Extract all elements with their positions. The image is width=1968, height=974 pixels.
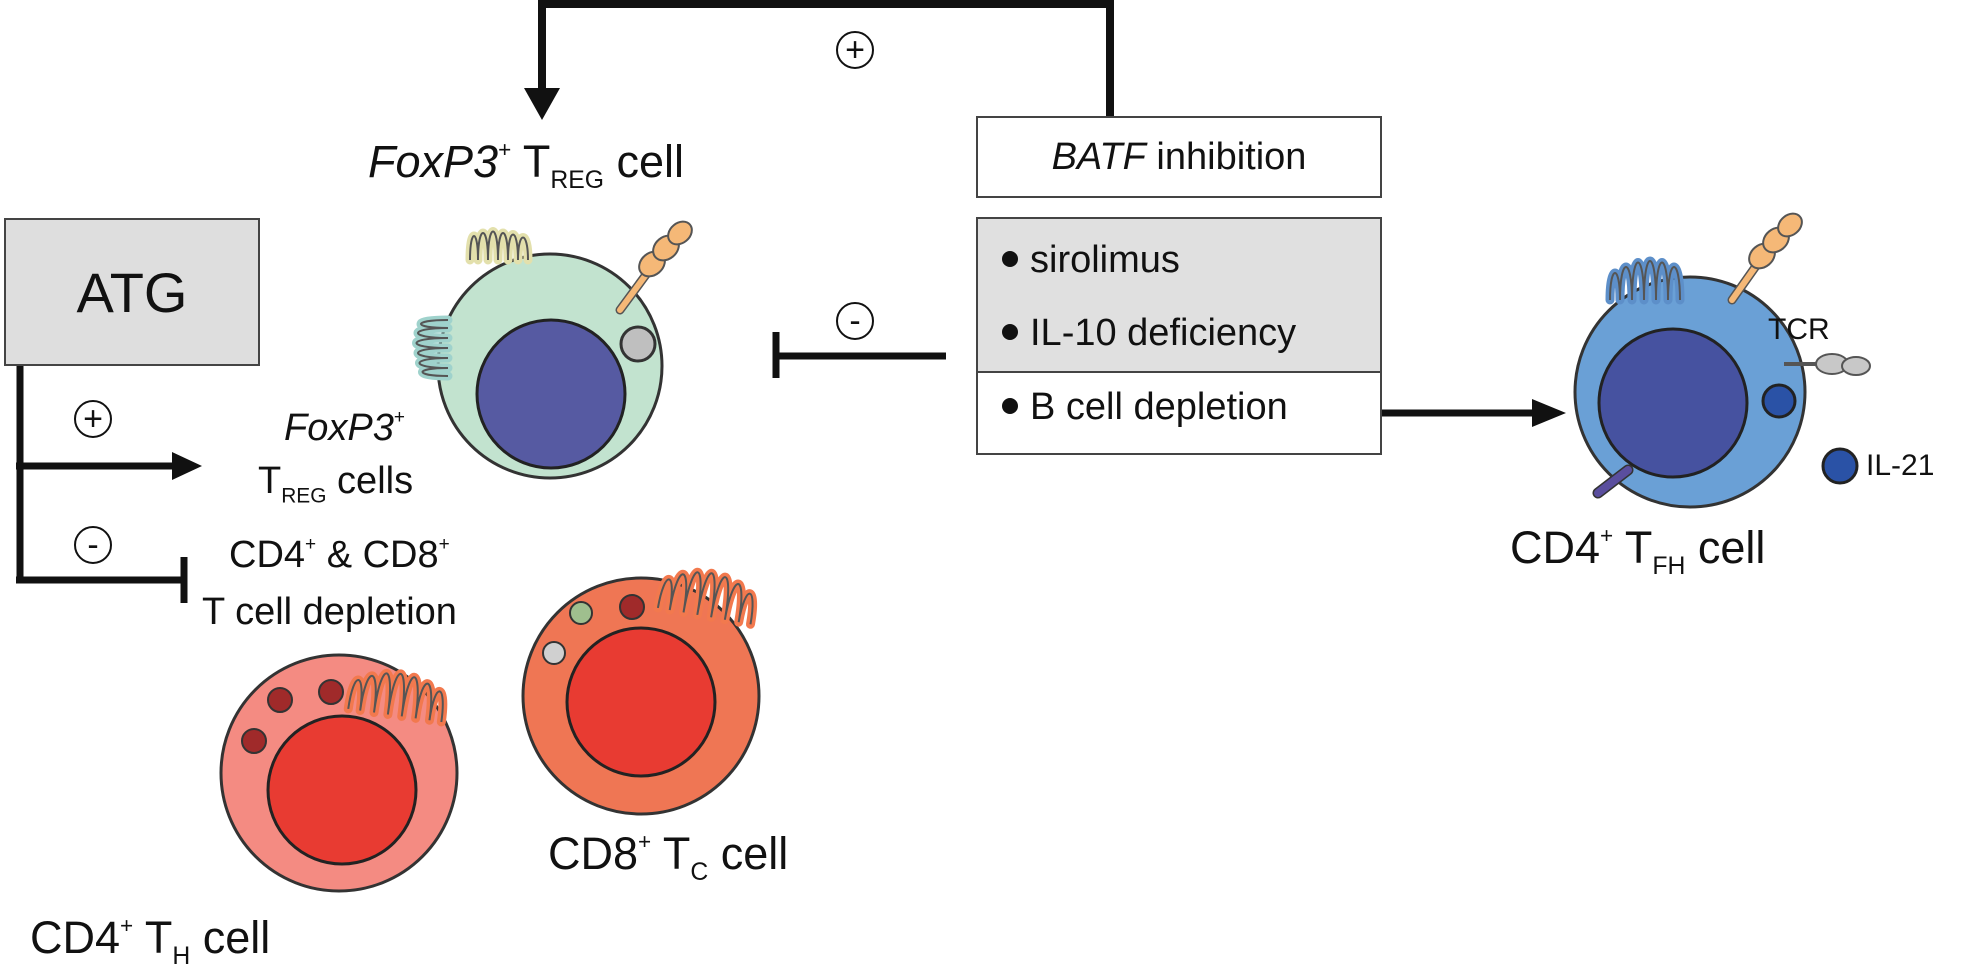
treg-cell-nucleus [475,318,627,470]
batf-inhibition-box: BATF inhibition [976,116,1382,198]
minus-sign-icon: - [836,302,874,340]
tfh-receptor-blue [1605,256,1685,305]
tfh-cell-nucleus [1597,327,1749,479]
tcr-label: TCR [1768,313,1830,346]
bullet-icon [1002,397,1018,414]
condition-list-box: sirolimus IL-10 deficiency B cell deplet… [976,217,1382,455]
treg-receptor-orange [615,220,693,315]
treg-cell [412,220,693,480]
bullet-icon [1002,323,1018,340]
th-granule-3 [241,728,267,754]
tfh-cell-label: CD4+ TFH cell [1510,522,1766,581]
tc-granule-red [619,594,645,620]
list-item: sirolimus [1002,239,1180,282]
batf-rest: inhibition [1145,135,1307,178]
th-granule-2 [318,679,344,705]
tfh-receptor-orange [1727,212,1803,305]
condition-list-shaded [978,219,1380,373]
tc-cell-nucleus [565,626,717,778]
atg-label: ATG [76,260,188,324]
th-cell-nucleus [266,714,418,866]
atg-branches [16,366,202,603]
th-cell [219,653,459,893]
tc-granule-green [569,601,593,625]
bullet-icon [1002,250,1018,267]
treg-receptor-teal [412,315,453,381]
treg-vesicle [619,325,657,363]
depletion-label-line2: T cell depletion [202,591,457,633]
depletion-label-line1: CD4+ & CD8+ [229,533,450,576]
il21-label: IL-21 [1866,449,1935,482]
th-granule-1 [267,687,293,713]
batf-gene: BATF [1051,135,1146,178]
treg-cells-gene-label: FoxP3+ [284,406,405,449]
treg-receptor-yellow [465,227,533,265]
tc-granule-gray [542,641,566,665]
arrow-to-tfh [1382,399,1566,427]
atg-box: ATG [4,218,260,366]
tfh-cell [1573,212,1871,509]
tc-cell [521,567,761,816]
inhibition-bar-treg [772,332,946,378]
plus-sign-icon: + [74,400,112,438]
list-item: B cell depletion [1002,386,1288,429]
plus-sign-icon: + [836,31,874,69]
minus-sign-icon: - [74,526,112,564]
treg-cell-title: FoxP3+ TREG cell [368,136,685,195]
tc-receptor [653,567,758,629]
treg-cells-label: TREG cells [258,460,414,508]
tcr-molecule [1784,353,1871,376]
feedback-arrow [524,0,1114,120]
tc-cell-label: CD8+ TC cell [548,828,789,887]
il21-legend-dot [1821,447,1859,485]
th-cell-label: CD4+ TH cell [30,912,271,971]
th-receptor [343,668,448,727]
tfh-vesicle [1761,383,1797,419]
list-item: IL-10 deficiency [1002,312,1296,355]
